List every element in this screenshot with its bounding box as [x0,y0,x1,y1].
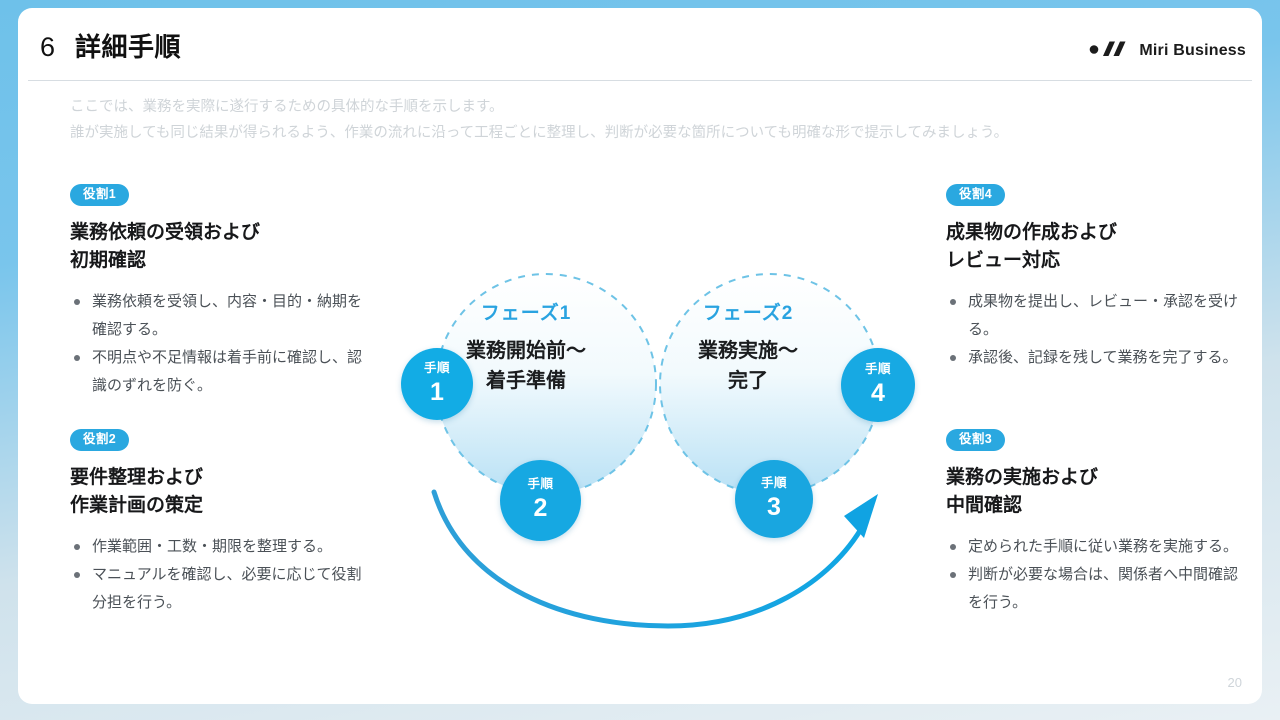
role-bullet-list: 成果物を提出し、レビュー・承認を受ける。 承認後、記録を残して業務を完了する。 [946,288,1246,372]
role-bullet-list: 定められた手順に従い業務を実施する。 判断が必要な場合は、関係者へ中間確認を行う… [946,533,1246,617]
role-block-3: 役割3 業務の実施および 中間確認 定められた手順に従い業務を実施する。 判断が… [946,429,1246,617]
step-2-word: 手順 [527,477,554,492]
slide-canvas: 6 詳細手順 Miri Business ここでは、業務を実際に遂行するための具… [18,8,1262,704]
lead-paragraph: ここでは、業務を実際に遂行するための具体的な手順を示します。 誰が実施しても同じ… [70,94,1008,146]
lead-line-1: ここでは、業務を実際に遂行するための具体的な手順を示します。 [70,99,504,115]
role-block-2: 役割2 要件整理および 作業計画の策定 作業範囲・工数・期限を整理する。 マニュ… [70,429,370,617]
role-bullet-list: 作業範囲・工数・期限を整理する。 マニュアルを確認し、必要に応じて役割分担を行う… [70,533,370,617]
step-4-number: 4 [871,378,885,407]
step-4-word: 手順 [864,361,891,376]
role-title: 成果物の作成および レビュー対応 [946,221,1118,271]
list-item: 成果物を提出し、レビュー・承認を受ける。 [946,288,1246,344]
process-diagram: フェーズ1 業務開始前〜 着手準備 フェーズ2 業務実施〜 完了 手順 1 手順… [378,158,938,658]
slide-header: 6 詳細手順 Miri Business [18,8,1262,81]
brand-name-text: Miri Business [1139,42,1246,59]
lead-line-2: 誰が実施しても同じ結果が得られるよう、作業の流れに沿って工程ごとに整理し、判断が… [70,125,1009,141]
status-badge: 役割4 [946,184,1006,206]
list-item: 業務依頼を受領し、内容・目的・納期を確認する。 [70,288,370,344]
list-item: マニュアルを確認し、必要に応じて役割分担を行う。 [70,561,370,617]
step-1-word: 手順 [423,360,450,375]
status-badge: 役割1 [70,184,130,206]
role-bullet-list: 業務依頼を受領し、内容・目的・納期を確認する。 不明点や不足情報は着手前に確認し… [70,288,370,400]
list-item: 判断が必要な場合は、関係者へ中間確認を行う。 [946,561,1246,617]
list-item: 不明点や不足情報は着手前に確認し、認識のずれを防ぐ。 [70,344,370,400]
status-badge: 役割2 [70,429,130,451]
step-circle-1[interactable]: 手順 1 [401,348,473,420]
list-item: 作業範囲・工数・期限を整理する。 [70,533,370,561]
slide-number: 6 [40,32,56,62]
miri-logo-icon [1089,40,1129,62]
page-number: 20 [1227,675,1242,690]
header-divider [28,80,1252,81]
step-1-number: 1 [430,377,444,406]
role-title: 業務の実施および 中間確認 [946,466,1099,516]
role-block-1: 役割1 業務依頼の受領および 初期確認 業務依頼を受領し、内容・目的・納期を確認… [70,184,370,400]
step-3-number: 3 [767,492,781,521]
brand-logo: Miri Business [1089,40,1246,62]
step-circle-3[interactable]: 手順 3 [735,460,813,538]
step-2-number: 2 [533,494,548,522]
slide-title-text: 詳細手順 [75,32,182,62]
step-3-word: 手順 [760,475,787,490]
list-item: 定められた手順に従い業務を実施する。 [946,533,1246,561]
page-title: 6 詳細手順 [40,34,181,61]
step-circle-2[interactable]: 手順 2 [500,460,581,541]
status-badge: 役割3 [946,429,1006,451]
role-block-4: 役割4 成果物の作成および レビュー対応 成果物を提出し、レビュー・承認を受ける… [946,184,1246,372]
list-item: 承認後、記録を残して業務を完了する。 [946,344,1246,372]
diagram-graphics [431,273,881,629]
role-title: 業務依頼の受領および 初期確認 [70,221,261,271]
step-circle-4[interactable]: 手順 4 [841,348,915,422]
curved-arrow-icon [431,489,878,629]
role-title: 要件整理および 作業計画の策定 [70,466,204,516]
